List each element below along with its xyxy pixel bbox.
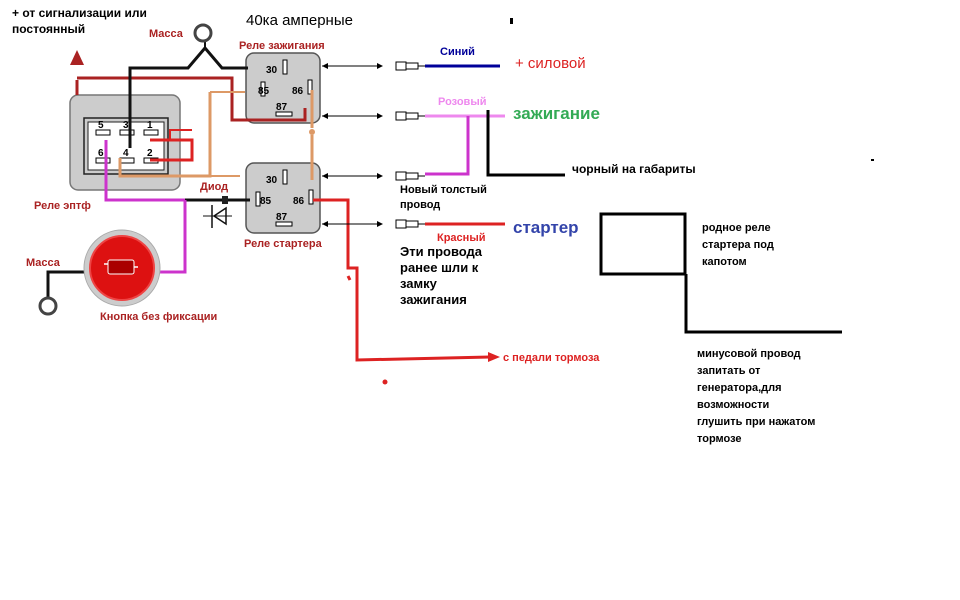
- no-lock-button: [83, 229, 161, 307]
- connector-red: [322, 219, 425, 229]
- black-parking-label: чорный на габариты: [572, 162, 696, 176]
- alarm-arrow: [70, 50, 84, 65]
- alarm-red-wire: [77, 76, 307, 122]
- etpf-pin-3: 3: [123, 120, 129, 131]
- etpf-pin-5: 5: [98, 120, 104, 131]
- etpf-pin-2: 2: [147, 148, 153, 159]
- old-wires-line4: зажигания: [400, 292, 467, 307]
- orange-wire-1: [118, 92, 212, 178]
- new-wire-label-line2: провод: [400, 199, 440, 211]
- starter-label: стартер: [513, 218, 579, 237]
- minus-wire-line3: генератора,для: [697, 382, 782, 394]
- ignition-relay-label: Реле зажигания: [239, 40, 325, 52]
- minus-wire-line1: минусовой провод: [697, 348, 801, 360]
- starter-pin-87: 87: [276, 212, 288, 223]
- ignition-relay-body: [245, 52, 321, 124]
- ground-bottom-label: Масса: [26, 257, 61, 269]
- native-starter-relay-box: [599, 212, 687, 276]
- minus-wire-line6: тормозе: [697, 433, 742, 445]
- starter-relay: 30 85 86 87: [245, 162, 321, 234]
- pink-wire-label: Розовый: [438, 96, 486, 108]
- engine-icon: [107, 259, 135, 275]
- old-wires-line2: ранее шли к: [400, 260, 479, 275]
- red-wire-label: Красный: [437, 232, 485, 244]
- diode-symbol: [203, 196, 232, 228]
- ignition-pin-30: 30: [266, 65, 278, 76]
- button-label: Кнопка без фиксации: [100, 311, 217, 323]
- new-wire-label-line1: Новый толстый: [400, 184, 487, 196]
- magenta-wire-1: [104, 140, 185, 202]
- black-parking-wire: [486, 110, 565, 177]
- minus-wire-line5: глушить при нажатом: [697, 416, 815, 428]
- diode-label: Диод: [200, 181, 228, 193]
- ignition-relay: 30 85 86 87: [245, 52, 321, 124]
- etpf-pin-4: 4: [123, 148, 129, 159]
- alarm-label-line1: + от сигнализации или: [12, 6, 147, 20]
- blue-wire-label: Синий: [440, 46, 475, 58]
- native-relay-line1: родное реле: [702, 222, 771, 234]
- starter-pin-86: 86: [293, 196, 305, 207]
- connector-blue: [322, 61, 425, 71]
- brake-red-wire: [313, 198, 491, 362]
- old-wires-line1: Эти провода: [400, 244, 483, 259]
- ignition-pin-86: 86: [292, 86, 304, 97]
- brake-label: с педали тормоза: [503, 352, 600, 364]
- brake-arrow: [488, 352, 500, 362]
- etpf-relay-label: Реле эптф: [34, 200, 91, 212]
- minus-wire: [684, 274, 842, 334]
- connector-new-wire: [322, 171, 425, 181]
- ground-top-wire-2: [203, 47, 248, 70]
- starter-pin-85: 85: [260, 196, 272, 207]
- magenta-wire-3: [148, 200, 187, 274]
- minus-wire-line2: запитать от: [697, 365, 761, 377]
- relay-rating-title: 40ка амперные: [246, 12, 353, 29]
- etpf-pin-1: 1: [147, 120, 153, 131]
- pink-jumper: [425, 116, 470, 176]
- native-relay-line3: капотом: [702, 256, 747, 268]
- ground-bottom-terminal: [38, 296, 58, 316]
- ignition-pin-85: 85: [258, 86, 270, 97]
- etpf-red-loop-2: [150, 129, 192, 141]
- etpf-pin-6: 6: [98, 148, 104, 159]
- ignition-label: зажигание: [513, 104, 600, 123]
- ignition-pin-87: 87: [276, 102, 288, 113]
- old-wires-line3: замку: [400, 276, 438, 291]
- ground-top-wire: [128, 47, 207, 148]
- ground-top-terminal: [193, 23, 213, 43]
- etpf-relay: 5 3 1 6 4 2: [69, 94, 181, 191]
- ground-top-label: Масса: [149, 28, 184, 40]
- minus-wire-line4: возможности: [697, 399, 769, 411]
- alarm-label-line2: постоянный: [12, 22, 85, 36]
- starter-relay-body: [245, 162, 321, 234]
- starter-relay-label: Реле стартера: [244, 238, 323, 250]
- starter-pin-30: 30: [266, 175, 278, 186]
- native-relay-line2: стартера под: [702, 239, 774, 251]
- power-label: + силовой: [515, 55, 586, 72]
- connector-pink: [322, 111, 425, 121]
